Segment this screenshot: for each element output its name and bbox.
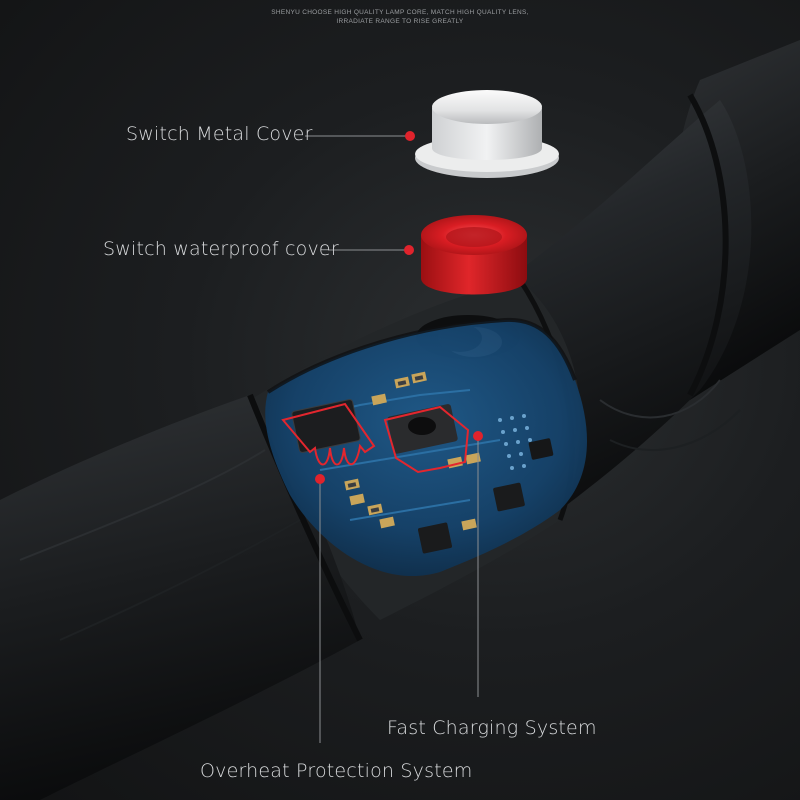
switch-metal-cover: [415, 90, 559, 178]
highlight-outlines: [281, 402, 470, 474]
callout-fast-charging-system: Fast Charging System: [387, 717, 597, 739]
charging-highlight: [383, 405, 470, 474]
callout-overheat-protection-system: Overheat Protection System: [200, 760, 473, 782]
waterproof-cover-dot: [404, 245, 414, 255]
metal-cover-dot: [405, 131, 415, 141]
fast-charging-dot: [473, 431, 483, 441]
overheat-dot: [315, 474, 325, 484]
tagline: SHENYU CHOOSE HIGH QUALITY LAMP CORE, MA…: [0, 8, 800, 26]
tagline-line-2: IRRADIATE RANGE TO RISE GREATLY: [336, 18, 464, 25]
leader-lines: [305, 135, 479, 743]
callout-dots: [315, 131, 483, 484]
tagline-line-1: SHENYU CHOOSE HIGH QUALITY LAMP CORE, MA…: [271, 9, 529, 16]
callout-switch-metal-cover: Switch Metal Cover: [126, 123, 313, 145]
circuit-board: [265, 317, 587, 577]
callout-switch-waterproof-cover: Switch waterproof cover: [103, 238, 339, 260]
overheat-highlight: [281, 402, 376, 466]
switch-waterproof-cover: [421, 215, 527, 295]
